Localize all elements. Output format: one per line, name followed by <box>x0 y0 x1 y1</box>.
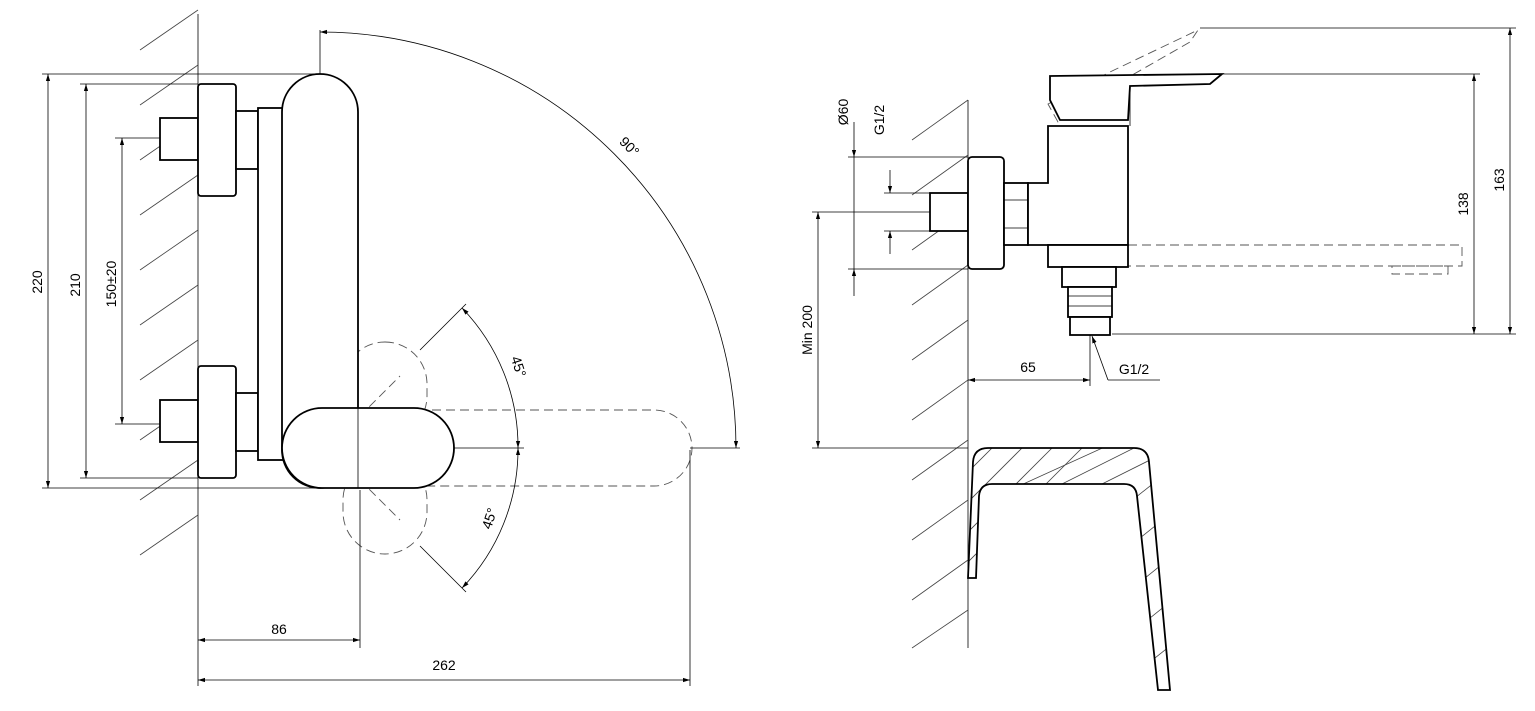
side-lever <box>1049 73 1225 121</box>
arc-90 <box>319 29 739 449</box>
lever-raised-outline <box>1047 28 1200 123</box>
dim-inlet-spacing: 150±20 <box>103 260 119 307</box>
dim-angle-down: 45° <box>478 506 500 531</box>
dim-diameter: Ø60 <box>835 99 851 126</box>
outlet-collar <box>1047 244 1129 268</box>
side-inlet-pipe <box>929 192 969 232</box>
front-view: 220 210 150±20 9 <box>29 9 740 686</box>
side-flange <box>967 156 1005 270</box>
outlet-thread <box>1067 286 1113 318</box>
dim-handle-offset: 86 <box>271 621 287 637</box>
arc-45-down <box>461 447 521 589</box>
upper-inlet <box>159 83 259 197</box>
front-wall <box>139 9 199 560</box>
side-wall <box>911 99 969 649</box>
dim-height-inner: 210 <box>67 273 83 297</box>
dim-angle-full: 90° <box>616 133 642 159</box>
dim-spout-height: 138 <box>1455 192 1471 216</box>
mixer-body-plate <box>257 107 285 461</box>
dim-height-outer: 220 <box>29 270 45 294</box>
lower-inlet <box>159 365 259 479</box>
spout-outline <box>1128 244 1463 267</box>
dim-min-height: Min 200 <box>799 305 815 355</box>
side-nut <box>1003 182 1029 246</box>
dim-angle-up: 45° <box>508 354 530 379</box>
outlet-nut <box>1061 266 1117 288</box>
dim-total-height: 163 <box>1491 168 1507 192</box>
dim-total-width: 262 <box>432 657 456 673</box>
side-view: Ø60 G1/2 Min 200 65 G1/2 138 163 <box>799 27 1516 691</box>
arc-45-up <box>461 307 521 449</box>
side-mixer-body <box>1027 125 1129 246</box>
outlet-connector <box>1069 316 1111 336</box>
aerator-outline <box>1391 265 1449 275</box>
lever-horizontal <box>281 407 455 489</box>
dim-thread-outlet: G1/2 <box>1119 361 1150 377</box>
bathtub-section <box>967 447 1171 691</box>
dim-thread-inlet: G1/2 <box>871 105 887 136</box>
dim-projection: 65 <box>1020 359 1036 375</box>
